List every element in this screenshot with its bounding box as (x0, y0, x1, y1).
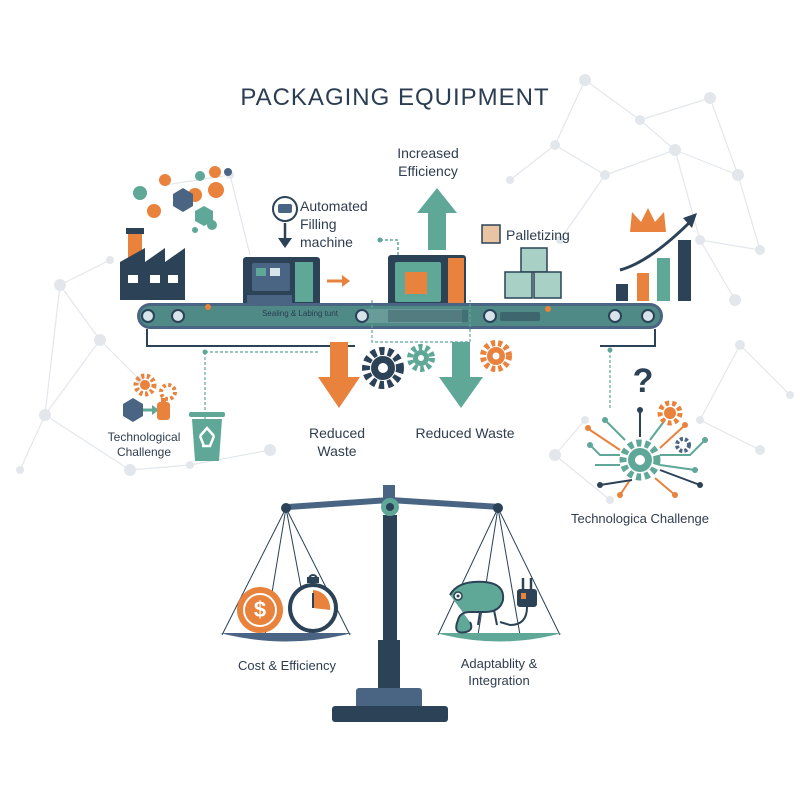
coin-icon (237, 587, 283, 633)
automated-filling-line-1: Automated (300, 198, 368, 214)
tech-challenge-left-line-2: Challenge (116, 445, 172, 459)
growth-chart-icon (616, 213, 697, 301)
chameleon-icon (449, 580, 505, 634)
question-mark-icon: ? (632, 362, 654, 400)
increased-efficiency-line-2: Efficiency (398, 163, 458, 179)
stopwatch-icon (288, 574, 338, 633)
down-arrow-orange-icon (318, 342, 360, 408)
circuit-gear-icon (585, 400, 708, 498)
sealing-unit-label: Sealing & Labing tunt (261, 309, 339, 318)
conveyor-belt (137, 300, 663, 440)
adaptability-line-2: Integration (468, 673, 530, 688)
palletizing-cubes-icon (481, 224, 562, 299)
down-arrow-teal-icon (439, 342, 483, 408)
tech-challenge-left-icon (123, 373, 177, 422)
up-arrow-icon (417, 188, 457, 250)
reduced-waste-left-label: Reduced Waste (297, 424, 377, 460)
balance-scale-icon (220, 485, 562, 722)
tech-challenge-left-line-1: Technological (107, 430, 181, 444)
page-title: PACKAGING EQUIPMENT (240, 84, 550, 111)
plug-icon (499, 578, 537, 627)
reduced-waste-center-label: Reduced Waste (415, 425, 515, 441)
crown-icon (630, 208, 666, 232)
automated-filling-line-2: Filling (300, 216, 337, 232)
filling-machine-icon (243, 196, 320, 307)
molecule-icon (133, 166, 232, 233)
gears-icon (362, 340, 512, 389)
automated-filling-label: Automated Filling machine (300, 197, 384, 251)
technological-challenge-right-label: Technologica Challenge (570, 511, 710, 526)
reduced-waste-left-line-2: Waste (317, 443, 357, 459)
recycle-bin-icon (189, 412, 225, 461)
process-arrow-icon (327, 275, 350, 287)
dollar-sign: $ (253, 597, 267, 622)
automated-filling-line-3: machine (300, 234, 353, 250)
increased-efficiency-line-1: Increased (397, 145, 459, 161)
reduced-waste-left-line-1: Reduced (308, 425, 366, 441)
sealing-machine-icon (377, 237, 466, 310)
adaptability-line-1: Adaptablity & (460, 656, 538, 671)
factory-icon (120, 228, 185, 300)
adaptability-integration-label: Adaptablity & Integration (430, 655, 568, 689)
increased-efficiency-label: Increased Efficiency (383, 144, 473, 180)
palletizing-label: Palletizing (506, 227, 570, 243)
cost-efficiency-label: Cost & Efficiency (237, 658, 337, 673)
technological-challenge-left-label: Technological Challenge (98, 430, 190, 460)
